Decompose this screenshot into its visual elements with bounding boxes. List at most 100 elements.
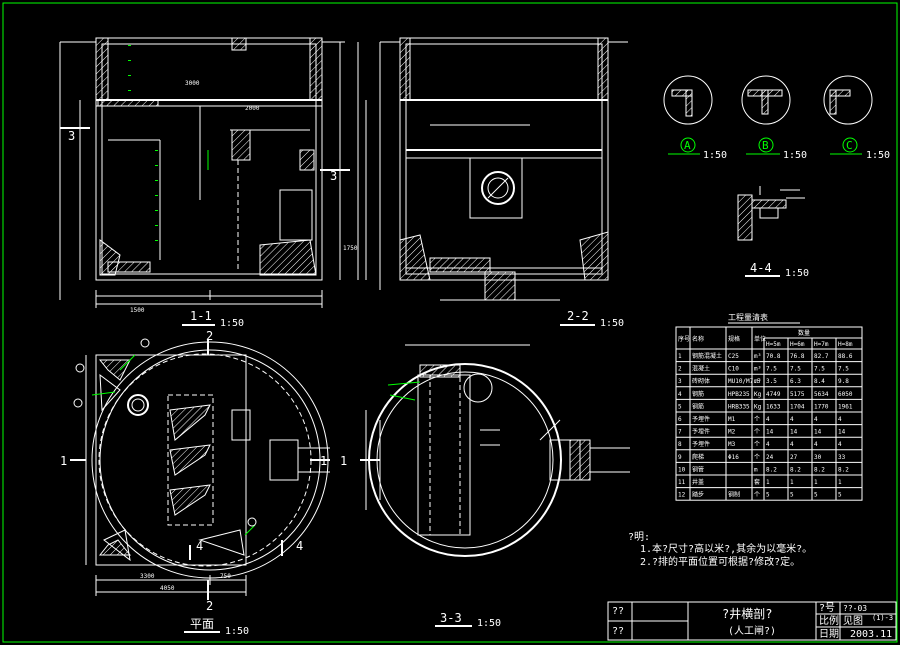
- table-cell: 钢制: [728, 491, 740, 499]
- table-cell: 1: [766, 479, 770, 486]
- table-cell: 5: [678, 403, 682, 410]
- detail-b: B 1:50: [741, 75, 807, 161]
- table-cell: 钢管: [692, 465, 704, 473]
- table-cell: 4: [814, 441, 818, 448]
- table-cell: 爬梯: [692, 453, 704, 461]
- table-cell: HRB335: [728, 403, 750, 410]
- table-cell: 1633: [766, 403, 781, 410]
- table-cell: 予埋件: [692, 415, 710, 423]
- table-cell: 27: [790, 454, 798, 461]
- notes-line-1: 1.本?尺寸?高以米?,其余为以毫米?。: [640, 542, 812, 555]
- table-cell: m: [754, 466, 758, 473]
- table-cell: M1: [728, 416, 736, 423]
- table-cell: 76.8: [790, 353, 805, 360]
- plan-mark-2-top: 2: [206, 329, 213, 343]
- section-2-2-scale: 1:50: [600, 318, 624, 329]
- table-cell: 6050: [838, 391, 853, 398]
- table-cell: 4: [766, 416, 770, 423]
- section-1-1-scale: 1:50: [220, 318, 244, 329]
- section-1-1-label: 1-1: [190, 309, 212, 323]
- table-cell: 8.2: [838, 466, 849, 473]
- dim-1-1-upper: 3000: [185, 80, 200, 87]
- table-cell: 14: [838, 429, 846, 436]
- table-cell: 82.7: [814, 353, 829, 360]
- table-cell: 5: [838, 492, 842, 499]
- tb-date-value: 2003.11: [850, 629, 892, 640]
- tb-design-label: ??: [612, 606, 624, 617]
- section-4-4-label: 4-4: [750, 261, 772, 275]
- section-2-2-label: 2-2: [567, 309, 589, 323]
- tb-num-label: ?号: [819, 602, 835, 614]
- plan-mark-1-right: 1: [320, 454, 327, 468]
- table-cell: 个: [754, 429, 760, 436]
- detail-b-scale: 1:50: [783, 150, 807, 161]
- tb-drawing-subtitle: (人工闸?): [728, 624, 776, 637]
- section-mark-3-left: 3: [68, 129, 75, 143]
- table-cell: m³: [754, 378, 761, 385]
- table-cell: 5: [766, 492, 770, 499]
- table-cell: 4: [790, 441, 794, 448]
- table-cell: 4: [814, 416, 818, 423]
- table-cell: 予埋件: [692, 428, 710, 436]
- table-cell: HPB235: [728, 391, 750, 398]
- tb-scale-label: 比例: [819, 614, 839, 627]
- table-cell: 5175: [790, 391, 805, 398]
- table-cell: 钢筋混凝土: [692, 352, 722, 360]
- plan-dim-left: 3300: [140, 573, 155, 580]
- table-cell: 3: [678, 378, 682, 385]
- plan-view: 1 1 2 2 4 4 3300 750 4050: [60, 329, 330, 613]
- dim-1-1-bottom: 1500: [130, 307, 145, 314]
- table-cell: 7.5: [814, 366, 825, 373]
- table-cell: 井盖: [692, 478, 704, 486]
- notes-block: ?明: 1.本?尺寸?高以米?,其余为以毫米?。 2.?排的平面位置可根据?修改…: [628, 531, 812, 568]
- table-cell: 钢筋: [692, 390, 704, 398]
- plan-mark-1-left: 1: [60, 454, 67, 468]
- table-cell: 88.6: [838, 353, 853, 360]
- section-3-3-mark-1: 1: [340, 454, 347, 468]
- section-mark-3-right: 3: [330, 169, 337, 183]
- detail-a-label: A: [684, 139, 691, 152]
- plan-title: 平面 1:50: [184, 617, 249, 637]
- table-cell: 钢筋: [692, 402, 704, 410]
- table-cell: 70.8: [766, 353, 781, 360]
- table-cell: 砖砌体: [692, 377, 710, 385]
- table-cell: 5634: [814, 391, 829, 398]
- table-cell: m³: [754, 353, 761, 360]
- plan-mark-4-right: 4: [296, 539, 303, 553]
- table-cell: 6: [678, 416, 682, 423]
- section-3-3-title: 3-3 1:50: [435, 611, 501, 629]
- table-cell: 个: [754, 441, 760, 448]
- dim-1-1-right: 1750: [343, 245, 358, 252]
- section-1-1-title: 1-1 1:50: [182, 309, 244, 329]
- table-cell: 12: [678, 492, 686, 499]
- table-cell: 4: [766, 441, 770, 448]
- plan-scale: 1:50: [225, 626, 249, 637]
- table-cell: 6.3: [790, 378, 801, 385]
- table-cell: 4: [838, 416, 842, 423]
- table-cell: 4749: [766, 391, 781, 398]
- section-2-2-view: [365, 37, 628, 301]
- table-cell: 1: [814, 479, 818, 486]
- table-cell: 8.2: [766, 466, 777, 473]
- table-cell: 14: [766, 429, 774, 436]
- detail-a-scale: 1:50: [703, 150, 727, 161]
- quantities-table-title: 工程量清表: [728, 312, 800, 324]
- table-cell: 8: [678, 441, 682, 448]
- plan-mark-2-bottom: 2: [206, 599, 213, 613]
- table-cell: 8.2: [790, 466, 801, 473]
- table-cell: 9: [678, 454, 682, 461]
- table-cell: 9.8: [838, 378, 849, 385]
- table-cell: 4: [678, 391, 682, 398]
- table-header-cell: H=6m: [790, 341, 805, 348]
- table-title: 工程量清表: [728, 312, 768, 322]
- table-cell: C10: [728, 366, 739, 373]
- table-cell: 4: [838, 441, 842, 448]
- table-cell: M2: [728, 429, 736, 436]
- table-border: [675, 326, 863, 501]
- table-cell: 3.5: [766, 378, 777, 385]
- detail-b-label: B: [762, 139, 769, 152]
- table-cell: 8.4: [814, 378, 825, 385]
